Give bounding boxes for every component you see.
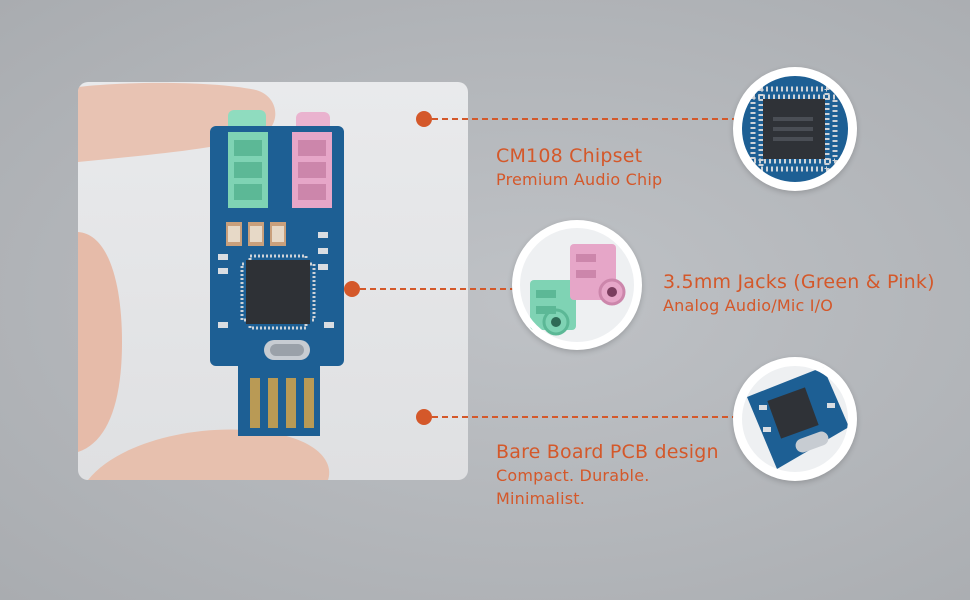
callout-pcb-desc-line1: Compact. Durable. (496, 466, 650, 485)
callout-dot-jacks (344, 281, 360, 297)
callout-pcb: Bare Board PCB design Compact. Durable. … (496, 440, 719, 510)
zoom-chipset (733, 67, 857, 191)
callout-dot-chipset (416, 111, 432, 127)
chip-closeup (736, 70, 854, 188)
callout-pcb-desc-line2: Minimalist. (496, 489, 586, 508)
callout-chipset-desc: Premium Audio Chip (496, 170, 663, 189)
callout-jacks-desc: Analog Audio/Mic I/O (663, 296, 834, 315)
leader-line-pcb (432, 416, 738, 418)
zoom-jacks (512, 220, 642, 350)
callout-chipset: CM108 Chipset Premium Audio Chip (496, 144, 662, 191)
product-photo (78, 82, 468, 480)
left-thumb (78, 232, 122, 452)
leader-line-jacks (360, 288, 516, 290)
callout-chipset-title: CM108 Chipset (496, 145, 643, 167)
leader-line-chipset (432, 118, 738, 120)
bottom-finger (88, 429, 330, 480)
callout-pcb-title: Bare Board PCB design (496, 441, 719, 463)
callout-jacks: 3.5mm Jacks (Green & Pink) Analog Audio/… (663, 270, 935, 317)
callout-dot-pcb (416, 409, 432, 425)
callout-jacks-title: 3.5mm Jacks (Green & Pink) (663, 271, 935, 293)
jacks-closeup (514, 222, 640, 348)
pcb-closeup (736, 360, 854, 478)
zoom-pcb (733, 357, 857, 481)
usb-sound-card-illustration (78, 82, 344, 480)
